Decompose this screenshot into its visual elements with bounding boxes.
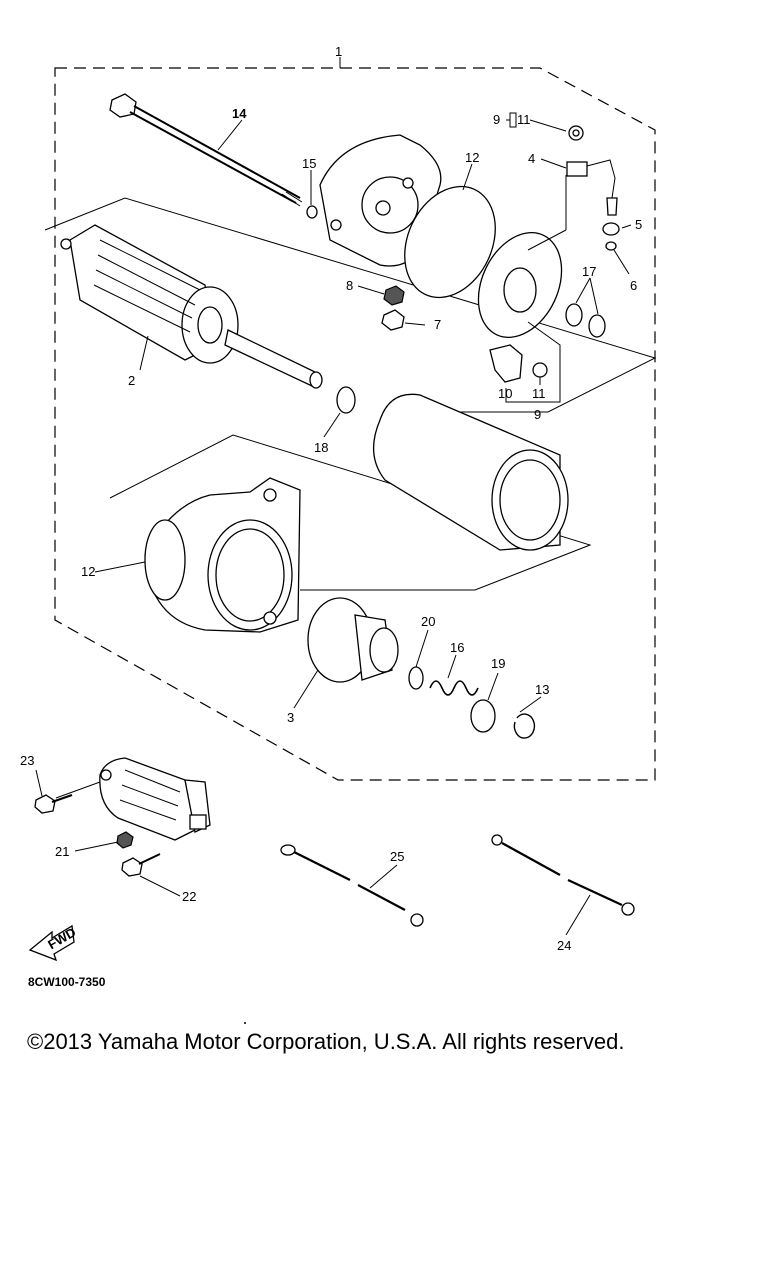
starter-motor-exploded-diagram: 1 14 15 12 9 11 4 5 6 17 8 7 2 11 10 9 1… (20, 44, 657, 962)
callout-18: 18 (314, 440, 328, 455)
through-bolt (109, 93, 303, 207)
brush-10 (489, 344, 523, 383)
bolt-23 (34, 794, 73, 814)
pinion-clutch (307, 597, 399, 683)
diagram-reference-code: 8CW100-7350 (28, 975, 106, 989)
callout-23: 23 (20, 753, 34, 768)
callout-11-upper: 11 (517, 112, 531, 127)
guide-plane-upper (44, 197, 657, 413)
callout-13: 13 (535, 682, 549, 697)
stray-dot (244, 1022, 246, 1024)
stopper-19 (470, 699, 496, 733)
brush-lead-4 (566, 159, 618, 216)
leader-lines (94, 57, 632, 713)
yoke (372, 393, 569, 551)
washer-17a (565, 303, 583, 327)
callout-17: 17 (582, 264, 596, 279)
front-cover (144, 477, 301, 633)
callout-5: 5 (635, 217, 642, 232)
fwd-arrow-icon: FWD (28, 924, 78, 962)
callout-19: 19 (491, 656, 505, 671)
brush-plate (477, 231, 563, 339)
callout-8: 8 (346, 278, 353, 293)
washer-17b (588, 314, 606, 338)
bracket-9-11 (506, 112, 517, 128)
copyright-notice: ©2013 Yamaha Motor Corporation, U.S.A. A… (27, 1029, 625, 1054)
callout-2: 2 (128, 373, 135, 388)
nut-8 (383, 285, 405, 306)
spring-11 (532, 362, 548, 378)
o-ring-lower (144, 519, 186, 601)
callout-12-upper: 12 (465, 150, 479, 165)
o-ring-upper (404, 185, 496, 299)
callout-24: 24 (557, 938, 571, 953)
assembly-boundary (54, 67, 656, 781)
callout-14: 14 (232, 106, 247, 121)
armature (60, 224, 323, 389)
callout-9: 9 (534, 407, 541, 422)
o-ring-15 (306, 205, 318, 219)
callout-21: 21 (55, 844, 69, 859)
nut-21 (116, 831, 134, 849)
callout-12-lower: 12 (81, 564, 95, 579)
callout-11-lower: 11 (532, 386, 546, 401)
washer-20 (408, 666, 424, 690)
starter-motor-installed (99, 757, 211, 841)
callout-3: 3 (287, 710, 294, 725)
nut-5 (602, 222, 620, 236)
nut-7 (381, 309, 405, 331)
callout-9-11: 9 (493, 112, 500, 127)
callout-1: 1 (335, 44, 342, 59)
callout-25: 25 (390, 849, 404, 864)
circlip-13 (513, 713, 536, 739)
callout-22: 22 (182, 889, 196, 904)
callout-15: 15 (302, 156, 316, 171)
bolt-22 (121, 853, 161, 877)
guide-plane-lower (109, 434, 592, 591)
ground-cable-24 (491, 834, 635, 916)
o-ring-6 (605, 241, 617, 251)
callout-10: 10 (498, 386, 512, 401)
starter-cable-25 (280, 844, 424, 927)
callout-16: 16 (450, 640, 464, 655)
callout-20: 20 (421, 614, 435, 629)
callout-7: 7 (434, 317, 441, 332)
spring-16 (429, 680, 479, 696)
callout-6: 6 (630, 278, 637, 293)
washer-18 (336, 386, 356, 414)
brush-holder-part (568, 125, 584, 141)
callout-4: 4 (528, 151, 535, 166)
